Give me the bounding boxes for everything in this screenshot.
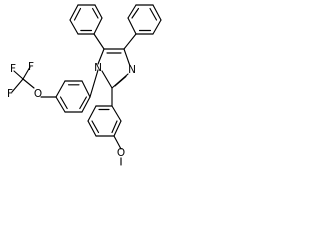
bond-network <box>11 4 162 166</box>
atom-o-methoxy: O <box>117 147 125 159</box>
bond-ph2-double-b <box>149 7 158 21</box>
bond-ph3-double-b <box>91 120 100 134</box>
atom-f1: F <box>10 63 16 75</box>
bond-c-o-trifluoromethoxy <box>22 78 35 89</box>
atom-n1: N <box>94 62 102 74</box>
bond-ring1-1 <box>55 80 66 98</box>
bond-f1-c <box>13 70 24 80</box>
bond-ph3-4 <box>87 120 97 137</box>
bond-ph3-2 <box>113 120 122 137</box>
bond-ph3-double-a <box>111 120 118 134</box>
bond-f3-c <box>11 78 24 93</box>
bond-c5-phenyl <box>93 33 105 50</box>
bond-ring1-double-c <box>59 96 68 110</box>
bond-ph2-double-a <box>131 7 140 19</box>
bond-n3-c4 <box>123 48 131 67</box>
bond-c4-phenyl <box>123 33 137 50</box>
bond-ring1-6 <box>55 96 66 113</box>
bond-ph2-5 <box>152 19 162 35</box>
bond-ph1-4 <box>69 4 79 21</box>
bond-c5-n1 <box>97 48 105 65</box>
bond-ring1-4 <box>81 96 91 113</box>
bond-ph2-1 <box>127 17 137 35</box>
bond-ph3-to-o <box>113 135 122 150</box>
bond-ph2-2 <box>127 4 137 19</box>
bond-ph1-2 <box>94 4 103 19</box>
bond-c2-n3-double <box>114 75 127 87</box>
bond-ph1-1 <box>93 17 103 35</box>
bond-ph1-double-a <box>92 7 99 19</box>
atom-f3: F <box>7 88 13 100</box>
bond-n1-c2 <box>101 70 113 89</box>
chemical-structure-diagram: F F F O N N O <box>7 4 162 166</box>
atom-f2: F <box>28 61 34 73</box>
bond-ph3-5 <box>87 105 97 122</box>
atom-n3: N <box>128 64 136 76</box>
bond-f2-c <box>22 66 31 80</box>
bond-ring1-double-b <box>79 96 87 110</box>
bond-ph1-5 <box>69 19 79 35</box>
bond-ring1-3 <box>81 80 91 98</box>
bond-ph2-4 <box>152 4 162 21</box>
bond-ph3-1 <box>111 105 122 122</box>
atom-labels: F F F O N N O <box>7 61 136 159</box>
molecule-canvas: F F F O N N O <box>0 0 175 171</box>
bond-phenyl-to-n1 <box>89 69 99 98</box>
bond-ph1-double-b <box>73 7 82 21</box>
atom-o-trifluoromethoxy: O <box>34 88 42 100</box>
